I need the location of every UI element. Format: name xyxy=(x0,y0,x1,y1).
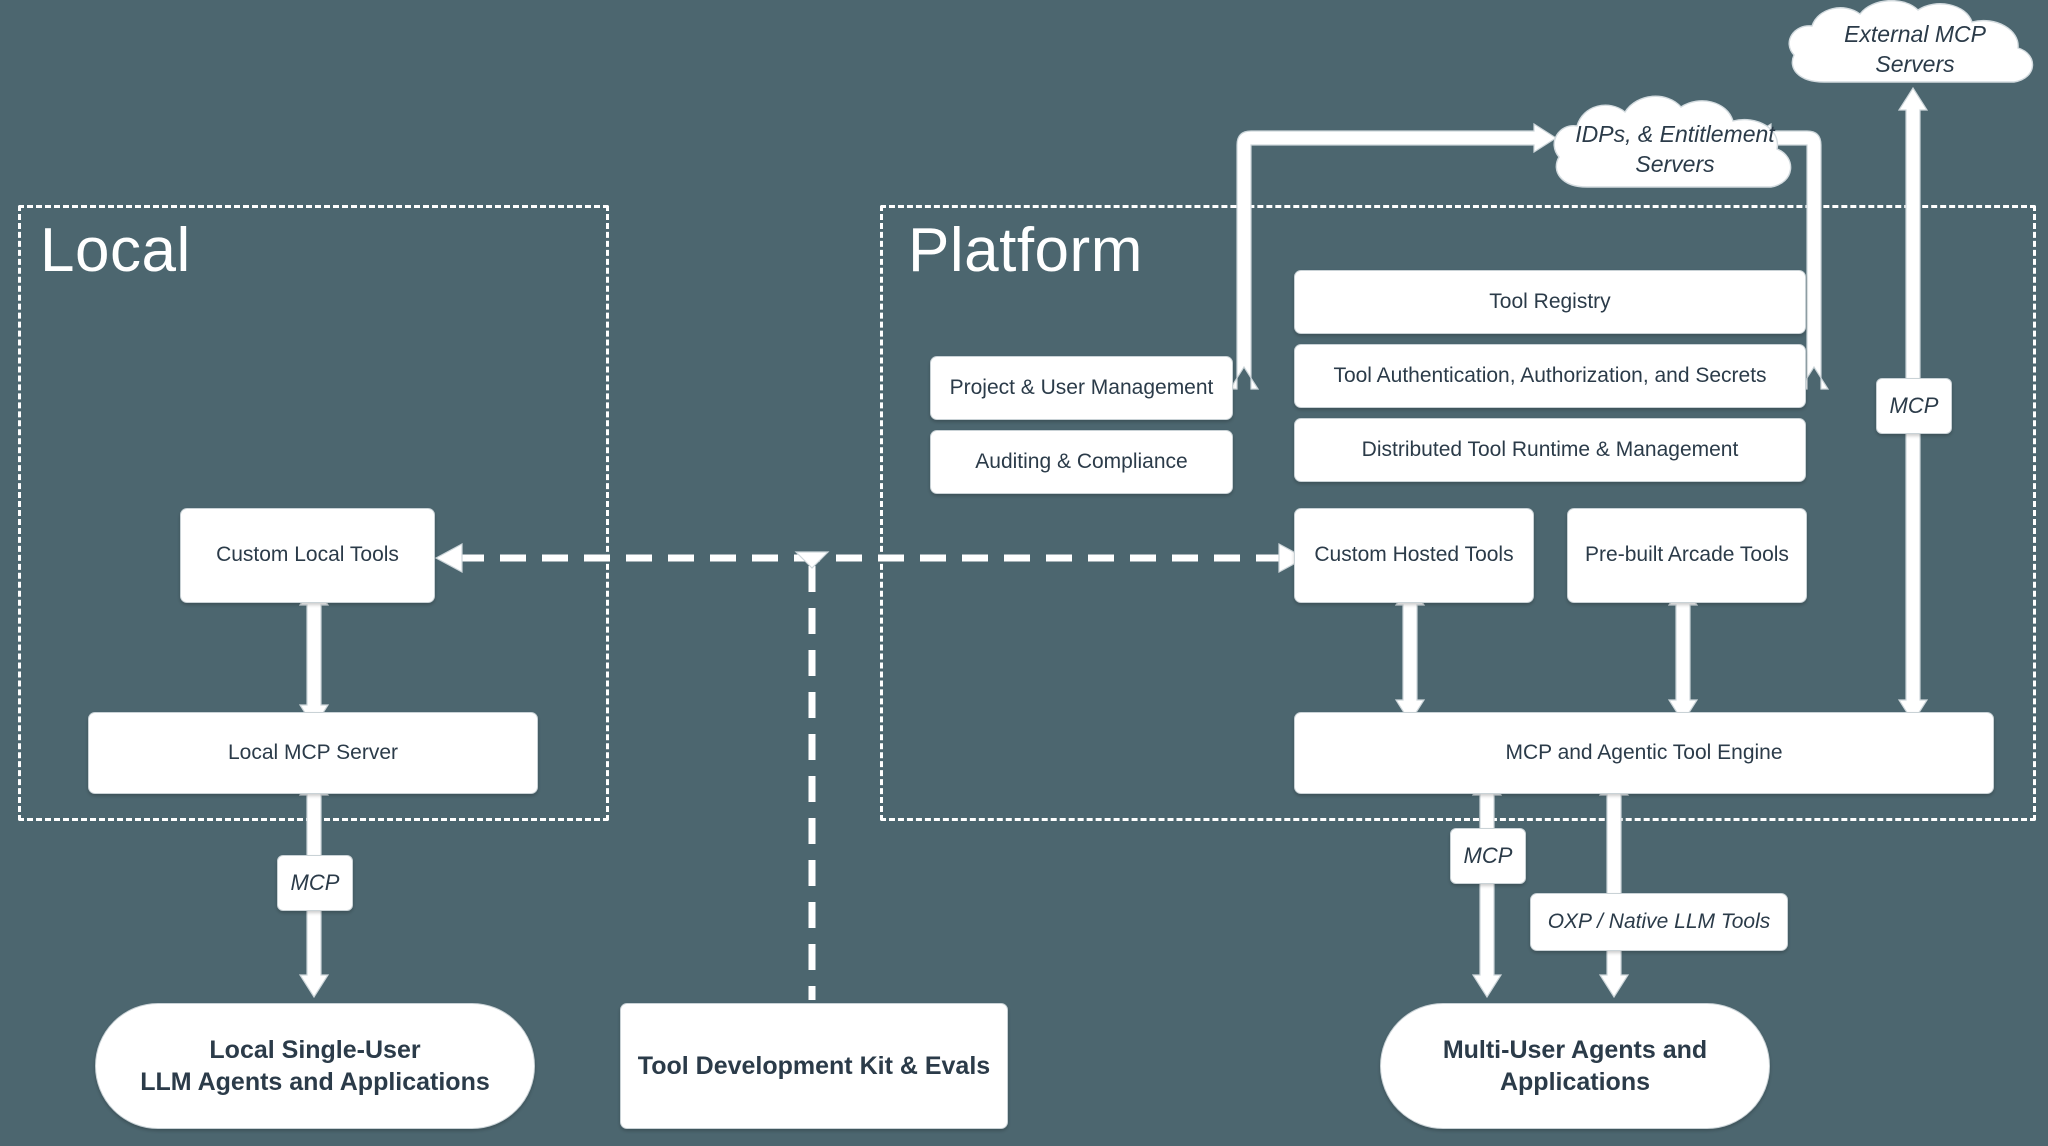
zone-platform xyxy=(880,205,2036,821)
edge-local-platform-dashed xyxy=(434,542,1307,1000)
node-local-agents-line1: Local Single-User xyxy=(209,1036,421,1064)
node-tool-development-kit-evals[interactable]: Tool Development Kit & Evals xyxy=(620,1003,1008,1129)
node-tool-registry[interactable]: Tool Registry xyxy=(1294,270,1806,334)
cloud-external-mcp-servers: External MCP Servers xyxy=(1780,0,2048,100)
node-custom-hosted-tools[interactable]: Custom Hosted Tools xyxy=(1294,508,1534,603)
node-local-mcp-server[interactable]: Local MCP Server xyxy=(88,712,538,794)
edge-label-mcp-local: MCP xyxy=(277,855,353,911)
edge-project-user-management-idps xyxy=(1228,122,1558,390)
node-multi-user-agents-applications[interactable]: Multi-User Agents and Applications xyxy=(1380,1003,1770,1129)
edge-label-mcp-external: MCP xyxy=(1876,378,1952,434)
edge-engine-multiuser-oxp xyxy=(1598,771,1630,999)
node-mcp-and-agentic-tool-engine[interactable]: MCP and Agentic Tool Engine xyxy=(1294,712,1994,794)
zone-platform-title: Platform xyxy=(908,216,1143,285)
cloud-idps-entitlement-servers: IDPs, & Entitlement Servers xyxy=(1545,95,1805,205)
node-multi-user-agents-line1: Multi-User Agents and xyxy=(1442,1036,1708,1064)
edge-custom-local-tools-local-mcp-server xyxy=(298,581,330,729)
cloud-idps-entitlement-servers-label: IDPs, & Entitlement Servers xyxy=(1575,121,1775,177)
node-custom-local-tools[interactable]: Custom Local Tools xyxy=(180,508,435,603)
node-project-user-management[interactable]: Project & User Management xyxy=(930,356,1233,420)
node-distributed-tool-runtime-management[interactable]: Distributed Tool Runtime & Management xyxy=(1294,418,1806,482)
edge-engine-multiuser-mcp xyxy=(1471,771,1503,999)
edge-label-mcp-platform-agents: MCP xyxy=(1450,828,1526,884)
cloud-external-mcp-servers-label: External MCP Servers xyxy=(1844,21,1986,77)
cloud-shape-external xyxy=(1788,0,2034,83)
zone-local-title: Local xyxy=(40,216,191,285)
edge-custom-hosted-tools-engine xyxy=(1394,581,1426,724)
node-prebuilt-arcade-tools[interactable]: Pre-built Arcade Tools xyxy=(1567,508,1807,603)
node-multi-user-agents-line2: Applications xyxy=(1499,1068,1650,1096)
cloud-shape-idps xyxy=(1553,95,1792,188)
edge-prebuilt-arcade-tools-engine xyxy=(1667,581,1699,724)
node-tool-authentication-authorization-secrets[interactable]: Tool Authentication, Authorization, and … xyxy=(1294,344,1806,408)
node-auditing-compliance[interactable]: Auditing & Compliance xyxy=(930,430,1233,494)
node-local-single-user-llm-agents[interactable]: Local Single-User LLM Agents and Applica… xyxy=(95,1003,535,1129)
node-oxp-native-llm-tools[interactable]: OXP / Native LLM Tools xyxy=(1530,893,1788,951)
node-local-agents-line2: LLM Agents and Applications xyxy=(140,1068,490,1096)
